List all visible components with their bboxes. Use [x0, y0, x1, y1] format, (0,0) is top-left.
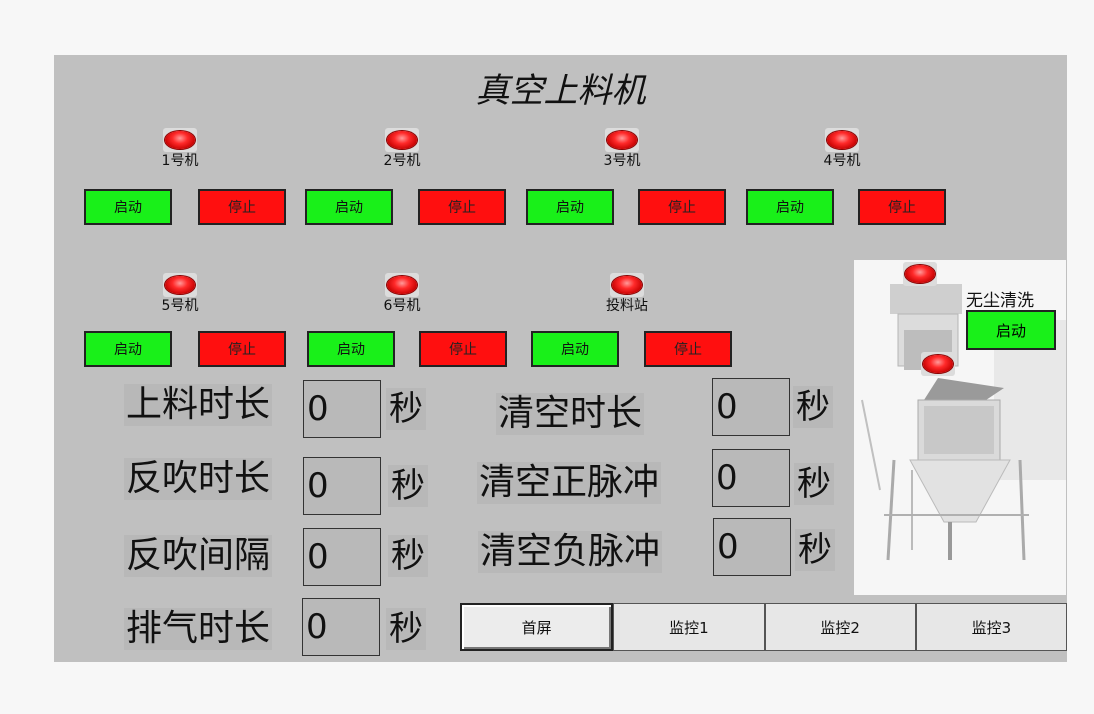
- lamp-feeding-station: 投料站: [582, 273, 672, 314]
- start-button-machine-4[interactable]: 启动: [746, 189, 834, 225]
- red-lamp-icon: [385, 128, 419, 152]
- param-label-empty-negative-pulse: 清空负脉冲: [478, 531, 663, 573]
- stop-button-machine-5[interactable]: 停止: [198, 331, 286, 367]
- param-input-exhaust-duration[interactable]: 0: [302, 598, 380, 656]
- machine-label: 投料站: [606, 298, 648, 314]
- nav-bar: 首屏 监控1 监控2 监控3: [460, 603, 1067, 651]
- nav-home-button[interactable]: 首屏: [460, 603, 614, 651]
- param-label-blowback-interval: 反吹间隔: [124, 535, 273, 577]
- red-lamp-icon: [163, 273, 197, 297]
- stop-button-machine-1[interactable]: 停止: [198, 189, 286, 225]
- stop-button-feeding-station[interactable]: 停止: [644, 331, 732, 367]
- unit-label: 秒: [795, 529, 835, 571]
- stop-button-machine-4[interactable]: 停止: [858, 189, 946, 225]
- unit-label: 秒: [386, 388, 426, 430]
- red-lamp-icon: [903, 262, 937, 286]
- start-button-machine-1[interactable]: 启动: [84, 189, 172, 225]
- machine-label: 2号机: [383, 153, 421, 169]
- start-button-machine-2[interactable]: 启动: [305, 189, 393, 225]
- unit-label: 秒: [793, 386, 833, 428]
- start-button-machine-6[interactable]: 启动: [307, 331, 395, 367]
- red-lamp-icon: [610, 273, 644, 297]
- nav-monitor-3-button[interactable]: 监控3: [915, 603, 1067, 651]
- unit-label: 秒: [388, 535, 428, 577]
- stop-button-machine-6[interactable]: 停止: [419, 331, 507, 367]
- dust-wash-start-button[interactable]: 启动: [966, 310, 1056, 350]
- red-lamp-icon: [825, 128, 859, 152]
- start-button-machine-3[interactable]: 启动: [526, 189, 614, 225]
- unit-label: 秒: [794, 463, 834, 505]
- red-lamp-icon: [163, 128, 197, 152]
- param-label-empty-duration: 清空时长: [496, 393, 645, 435]
- page-title: 真空上料机: [475, 71, 646, 111]
- lamp-machine-5: 5号机: [135, 273, 225, 314]
- unit-label: 秒: [386, 608, 426, 650]
- param-label-feed-duration: 上料时长: [124, 384, 273, 426]
- red-lamp-icon: [605, 128, 639, 152]
- nav-monitor-2-button[interactable]: 监控2: [764, 603, 916, 651]
- param-label-empty-positive-pulse: 清空正脉冲: [477, 462, 662, 504]
- param-input-empty-positive-pulse[interactable]: 0: [712, 449, 790, 507]
- vacuum-loader-image: 无尘清洗 启动: [854, 260, 1066, 595]
- lamp-machine-6: 6号机: [357, 273, 447, 314]
- param-input-empty-duration[interactable]: 0: [712, 378, 790, 436]
- stop-button-machine-3[interactable]: 停止: [638, 189, 726, 225]
- stop-button-machine-2[interactable]: 停止: [418, 189, 506, 225]
- lamp-machine-2: 2号机: [357, 128, 447, 169]
- machine-label: 6号机: [383, 298, 421, 314]
- lamp-machine-4: 4号机: [797, 128, 887, 169]
- hmi-panel: 真空上料机 1号机 启动 停止 2号机 启动 停止 3号机 启动 停止 4号机 …: [54, 55, 1067, 662]
- machine-label: 1号机: [161, 153, 199, 169]
- machine-label: 5号机: [161, 298, 199, 314]
- start-button-feeding-station[interactable]: 启动: [531, 331, 619, 367]
- param-label-blowback-duration: 反吹时长: [124, 458, 273, 500]
- param-input-blowback-duration[interactable]: 0: [303, 457, 381, 515]
- red-lamp-icon: [385, 273, 419, 297]
- param-input-feed-duration[interactable]: 0: [303, 380, 381, 438]
- red-lamp-icon: [921, 352, 955, 376]
- param-label-exhaust-duration: 排气时长: [124, 608, 273, 650]
- param-input-empty-negative-pulse[interactable]: 0: [713, 518, 791, 576]
- start-button-machine-5[interactable]: 启动: [84, 331, 172, 367]
- unit-label: 秒: [388, 465, 428, 507]
- machine-label: 3号机: [603, 153, 641, 169]
- lamp-machine-1: 1号机: [135, 128, 225, 169]
- lamp-machine-3: 3号机: [577, 128, 667, 169]
- dust-wash-label: 无尘清洗: [966, 291, 1034, 311]
- param-input-blowback-interval[interactable]: 0: [303, 528, 381, 586]
- nav-monitor-1-button[interactable]: 监控1: [613, 603, 765, 651]
- machine-label: 4号机: [823, 153, 861, 169]
